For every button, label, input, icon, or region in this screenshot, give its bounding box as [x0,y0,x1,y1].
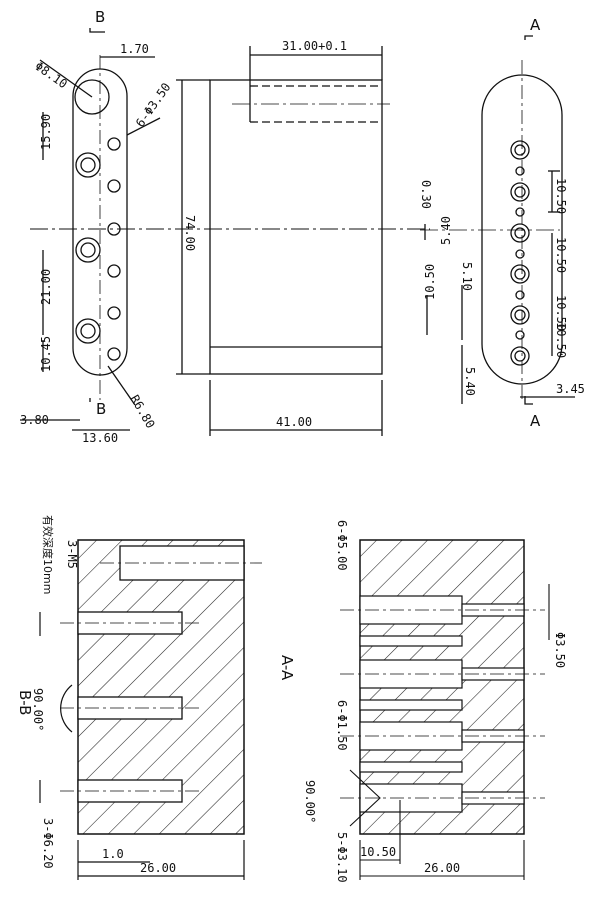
thread-depth: 有效深度10mm [41,515,55,594]
section-a-label-bottom: A [530,412,541,430]
top-middle-view [176,46,390,436]
bb-offset: 1.0 [102,847,124,861]
section-b-top-mark [89,28,105,33]
aa-offset: 10.50 [360,845,396,859]
section-bb-title: B-B [16,690,34,715]
top-large-hole [74,79,110,115]
dim-15-90: 15.90 [39,114,53,150]
aa-angle: 90.00° [303,780,317,823]
dim-phi-8-10: Φ8.10 [32,59,70,91]
section-aa-view [340,539,550,880]
section-a-top-mark [524,35,533,40]
top-middle-labels: 31.00+0.1 74.00 41.00 [183,39,347,429]
dim-10-50-left: 10.50 [423,264,437,300]
aa-width: 26.00 [424,861,460,875]
dim-41-00: 41.00 [276,415,312,429]
dim-r6-80: R6.80 [127,393,157,431]
dim-5-10: 5.10 [460,262,474,291]
dim-21-00: 21.00 [39,269,53,305]
left-plate-outline [72,68,128,376]
thread-spec: 3-M5 [65,540,79,569]
bb-width: 26.00 [140,861,176,875]
dim-1-70: 1.70 [120,42,149,56]
aa-holes-mid: 6-Φ1.50 [335,700,349,751]
dim-3-45: 3.45 [556,382,585,396]
section-b-label-bottom: B [96,400,106,418]
section-b-label-top: B [95,8,105,26]
bb-angle: 90.00° [31,688,45,731]
dim-0-30: 0.30 [419,180,433,209]
dim-10-45: 10.45 [39,336,53,372]
dim-10-50-d: 10.50 [554,322,568,358]
aa-holes-bottom: 5-Φ3.10 [335,832,349,883]
dim-31-00: 31.00+0.1 [282,39,347,53]
section-bb-labels: B-B 3-M5 有效深度10mm 90.00° 3-Φ6.20 1.0 26.… [16,515,176,875]
section-aa-title: A-A [278,655,296,681]
dim-5-40-bottom: 5.40 [463,367,477,396]
middle-block-outline [209,79,383,375]
section-a-label-top: A [530,16,541,34]
dim-3-80: 3.80 [20,413,49,427]
top-right-view [420,35,575,405]
dim-5-40-top: 5.40 [439,216,453,245]
dim-6-phi-3-50: 6-Φ3.50 [133,80,173,129]
dim-10-50-a: 10.50 [554,178,568,214]
top-left-labels: B B 1.70 Φ8.10 6-Φ3.50 15.90 21.00 10.45… [20,8,173,445]
section-bb-view [39,539,262,880]
top-left-view [20,28,430,431]
top-right-labels: A A 0.30 10.50 5.40 5.10 10.50 10.50 10.… [419,16,585,430]
dim-13-60: 13.60 [82,431,118,445]
dim-10-50-c: 10.50 [554,295,568,331]
dim-10-50-b: 10.50 [554,237,568,273]
aa-holes-top: 6-Φ5.00 [335,520,349,571]
right-plate-outline [481,74,563,385]
aa-dia-right: Φ3.50 [553,632,567,668]
bb-counterbore: 3-Φ6.20 [41,818,55,869]
section-aa-labels: A-A 6-Φ5.00 6-Φ1.50 5-Φ3.10 Φ3.50 90.00°… [278,520,567,883]
dim-74-00: 74.00 [183,215,197,251]
